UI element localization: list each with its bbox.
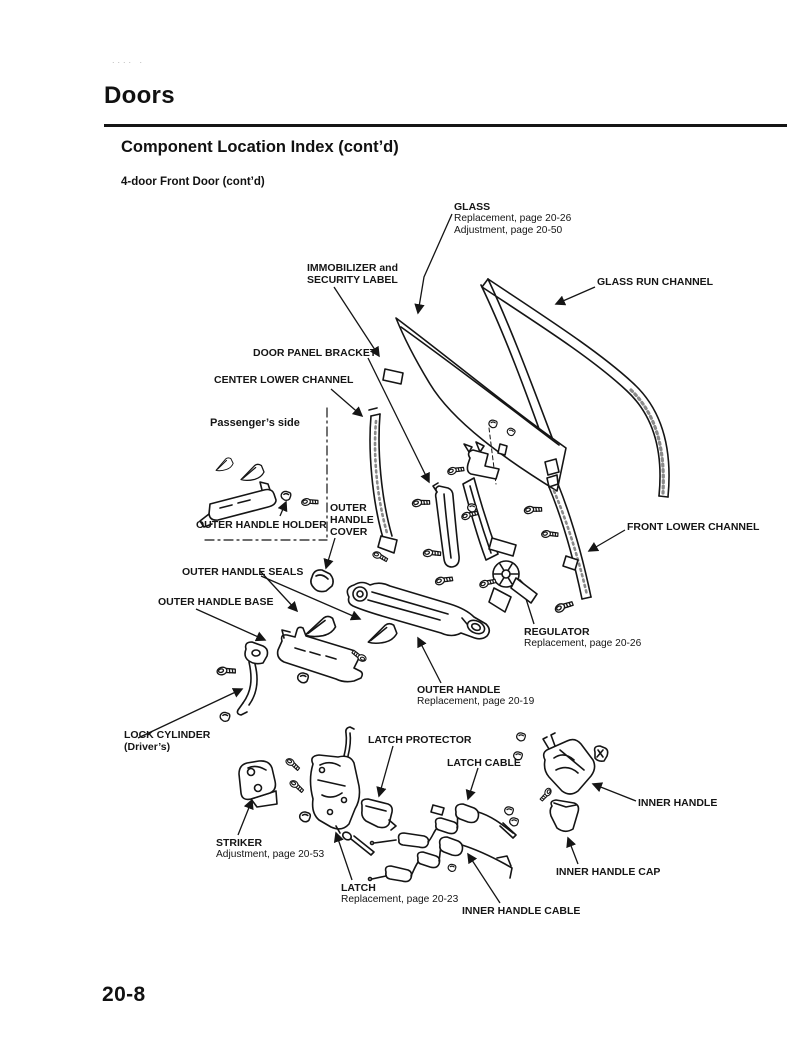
- label-latch: LATCH Replacement, page 20-23: [341, 882, 459, 905]
- label-striker: STRIKER Adjustment, page 20-53: [216, 837, 325, 860]
- leader-glass: [414, 213, 453, 315]
- leader-striker: [237, 798, 254, 836]
- label-door-panel-bracket: DOOR PANEL BRACKET: [253, 347, 377, 359]
- center-lower-channel-part: [368, 407, 398, 563]
- glass-run-channel-part: [480, 278, 670, 498]
- leader-latch-protector: [376, 745, 394, 798]
- label-immobilizer-security: IMMOBILIZER and SECURITY LABEL: [307, 262, 398, 286]
- label-lock-cylinder: LOCK CYLINDER (Driver’s): [124, 729, 211, 753]
- leader-immobilizer: [333, 286, 380, 358]
- page-number: 20-8: [102, 983, 146, 1006]
- lock-cylinder-part: [215, 641, 269, 723]
- leader-inner-handle: [591, 782, 637, 802]
- inner-handle-part: [539, 732, 609, 804]
- label-latch-protector: LATCH PROTECTOR: [368, 734, 472, 746]
- outer-handle-base-part: [276, 626, 369, 684]
- latch-part: [298, 726, 375, 856]
- passengers-side-inset: [199, 407, 328, 541]
- section-title: Component Location Index (cont’d): [121, 138, 399, 156]
- label-outer-handle-seals: OUTER HANDLE SEALS: [182, 566, 304, 578]
- label-regulator: REGULATOR Replacement, page 20-26: [524, 626, 642, 649]
- leader-door-panel-bracket: [367, 357, 430, 484]
- immobilizer-label-part: [382, 368, 404, 385]
- leader-inner-handle-cable: [467, 852, 501, 904]
- front-lower-channel-part: [522, 474, 592, 616]
- label-inner-handle: INNER HANDLE: [638, 797, 718, 809]
- leader-latch: [333, 831, 353, 881]
- latch-screw: [342, 831, 375, 856]
- label-outer-handle-base: OUTER HANDLE BASE: [158, 596, 274, 608]
- chapter-title: Doors: [104, 82, 175, 109]
- inner-handle-cable-part: [367, 836, 513, 883]
- label-glass-run-channel: GLASS RUN CHANNEL: [597, 276, 714, 288]
- inner-handle-cap-part: [549, 799, 580, 833]
- leader-front-lower-channel: [587, 529, 626, 552]
- glass-part: [395, 317, 567, 492]
- scan-artifact: .... .: [112, 55, 146, 65]
- label-glass: GLASS Replacement, page 20-26 Adjustment…: [454, 201, 572, 236]
- inset-border: [204, 407, 328, 541]
- label-center-lower-channel: CENTER LOWER CHANNEL: [214, 374, 354, 386]
- leader-outer-handle: [417, 636, 442, 684]
- regulator-part: [410, 441, 538, 613]
- label-inner-handle-cable: INNER HANDLE CABLE: [462, 905, 581, 917]
- leader-center-lower-channel: [330, 388, 364, 418]
- leader-outer-handle-holder: [277, 500, 288, 517]
- label-latch-cable: LATCH CABLE: [447, 757, 521, 769]
- subsection-title: 4-door Front Door (cont’d): [121, 176, 265, 188]
- striker-part: [238, 756, 307, 808]
- outer-handle-holder-part: [280, 490, 292, 502]
- label-outer-handle-cover: OUTER HANDLE COVER: [330, 502, 374, 538]
- leader-lock-cylinder: [137, 688, 244, 739]
- label-inner-handle-cap: INNER HANDLE CAP: [556, 866, 661, 878]
- small-clips: [496, 732, 527, 867]
- label-outer-handle-holder: OUTER HANDLE HOLDER: [196, 519, 327, 531]
- outer-handle-part: [346, 581, 491, 640]
- label-front-lower-channel: FRONT LOWER CHANNEL: [627, 521, 760, 533]
- latch-protector-part: [360, 798, 397, 831]
- construction-line: [488, 427, 497, 485]
- leader-latch-cable: [465, 767, 479, 801]
- label-passengers-side: Passenger’s side: [210, 417, 300, 429]
- leader-outer-handle-base: [195, 608, 267, 642]
- door-panel-bracket-part: [432, 482, 460, 568]
- header-rule: [104, 124, 787, 127]
- label-outer-handle: OUTER HANDLE Replacement, page 20-19: [417, 684, 535, 707]
- leader-inner-handle-cap: [566, 836, 579, 865]
- leader-lines: [137, 213, 637, 904]
- latch-cable-part: [369, 803, 514, 849]
- leader-outer-handle-cover: [323, 537, 336, 570]
- leader-outer-handle-seal-2: [260, 575, 362, 621]
- leader-glass-run-channel: [554, 286, 596, 306]
- outer-handle-cover-part: [310, 569, 334, 593]
